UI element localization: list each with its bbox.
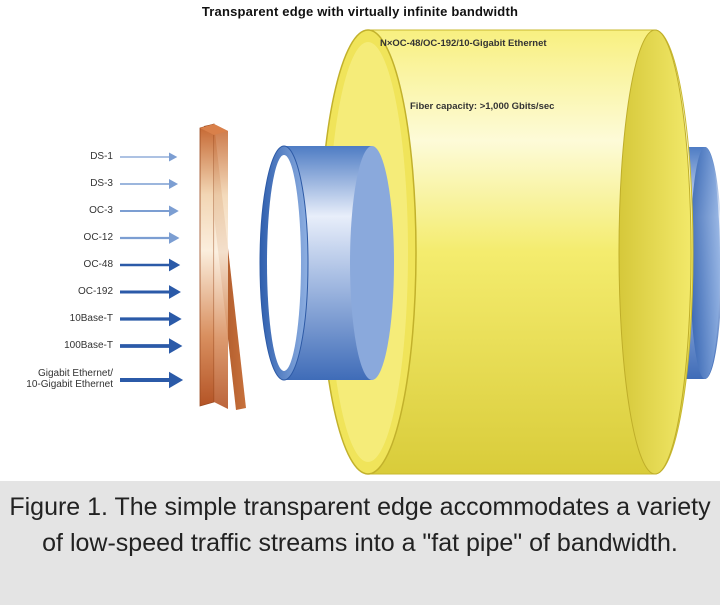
stream-label: OC-12 — [83, 232, 113, 243]
diagram-graphic — [120, 29, 720, 475]
transparent-edge-device — [199, 123, 246, 410]
stream-label: OC-48 — [83, 259, 113, 270]
stream-arrow-head — [169, 371, 184, 389]
diagram-title: Transparent edge with virtually infinite… — [201, 4, 519, 19]
caption-panel: Figure 1. The simple transparent edge ac… — [0, 481, 720, 605]
stream-label: OC-192 — [77, 286, 113, 297]
stream-arrow-head — [169, 258, 181, 272]
stream-label: 100Base-T — [64, 340, 113, 351]
stream-arrow-head — [169, 232, 180, 244]
inner-pipe-entry — [259, 145, 394, 381]
stream-label: 10Base-T — [69, 313, 113, 324]
figure-caption: Figure 1. The simple transparent edge ac… — [9, 493, 711, 557]
stream-arrows — [120, 152, 184, 389]
stream-arrow-head — [169, 152, 178, 162]
stream-arrow-head — [169, 338, 183, 354]
stream-label: OC-3 — [89, 205, 113, 216]
stream-arrow-head — [169, 311, 182, 327]
fiber-capacity-label: Fiber capacity: >1,000 Gbits/sec — [410, 101, 555, 112]
stream-label: DS-1 — [90, 151, 113, 162]
stream-label: Gigabit Ethernet/10-Gigabit Ethernet — [26, 368, 113, 390]
stream-arrow-head — [169, 178, 179, 190]
fiber-rate-label: N×OC-48/OC-192/10-Gigabit Ethernet — [380, 38, 547, 49]
stream-arrow-head — [169, 205, 179, 217]
stream-label: DS-3 — [90, 178, 113, 189]
stream-arrow-head — [169, 285, 181, 299]
